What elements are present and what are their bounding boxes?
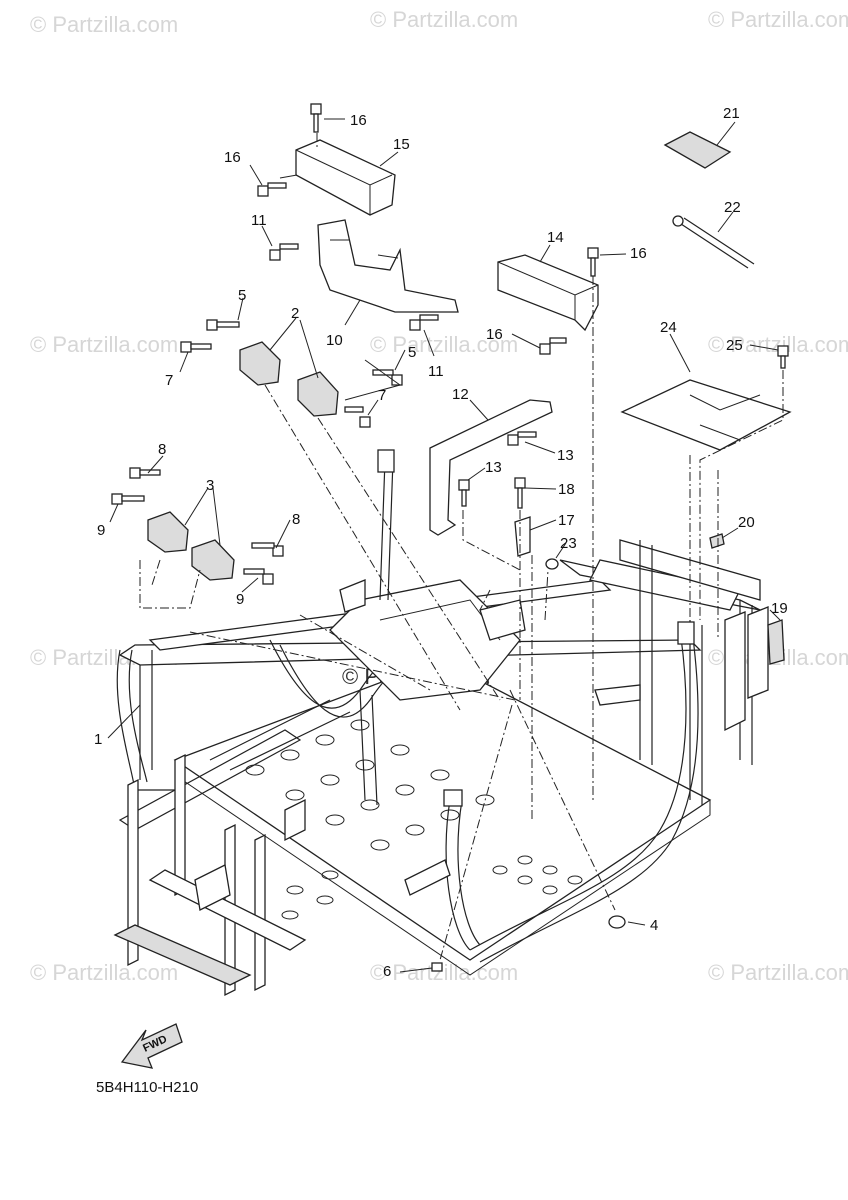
callout-15: 15 [393, 136, 410, 153]
callout-12: 12 [452, 386, 469, 403]
callout-21: 21 [723, 105, 740, 122]
watermark: © Partzilla.com [708, 7, 848, 32]
watermark: © Partzilla.com [708, 960, 848, 985]
callout-16d: 16 [486, 326, 503, 343]
callout-18: 18 [558, 481, 575, 498]
watermark: © Partzilla.com [370, 960, 518, 985]
watermark: © Partzilla.com [370, 332, 518, 357]
callout-16c: 16 [630, 245, 647, 262]
callout-5a: 5 [238, 287, 246, 304]
callout-10: 10 [326, 332, 343, 349]
callout-11b: 11 [428, 363, 444, 380]
watermark-layer: © Partzilla.com © Partzilla.com © Partzi… [30, 7, 848, 985]
callout-8b: 8 [292, 511, 300, 528]
callout-3: 3 [206, 477, 214, 494]
callout-8a: 8 [158, 441, 166, 458]
frame-drawing [113, 449, 769, 997]
callout-11a: 11 [251, 212, 267, 229]
callout-7b: 7 [378, 387, 386, 404]
callout-6: 6 [383, 963, 391, 980]
callout-13a: 13 [557, 447, 574, 464]
callout-25: 25 [726, 337, 743, 354]
callout-23: 23 [560, 535, 577, 552]
callout-9a: 9 [97, 522, 105, 539]
callout-20: 20 [738, 514, 755, 531]
component-parts: FWD [111, 103, 792, 1069]
watermark: © Partzilla.com [30, 332, 178, 357]
watermark: © Partzilla.com [370, 7, 518, 32]
callout-17: 17 [558, 512, 575, 529]
callout-16b: 16 [224, 149, 241, 166]
callout-5b: 5 [408, 344, 416, 361]
callout-4: 4 [650, 917, 658, 934]
callout-7a: 7 [165, 372, 173, 389]
callout-1: 1 [94, 731, 102, 748]
callout-22: 22 [724, 199, 741, 216]
callout-13b: 13 [485, 459, 502, 476]
callout-2: 2 [291, 305, 299, 322]
callout-labels: 1 2 3 4 5 5 6 7 7 8 8 9 9 10 11 11 12 13… [94, 105, 788, 980]
callout-19: 19 [771, 600, 788, 617]
watermark: © Partzilla.com [30, 960, 178, 985]
fwd-arrow-icon: FWD [120, 1023, 183, 1069]
watermark: © Partzilla.com [30, 12, 178, 37]
leader-lines [107, 118, 784, 973]
callout-9b: 9 [236, 591, 244, 608]
callout-16a: 16 [350, 112, 367, 129]
callout-14: 14 [547, 229, 564, 246]
callout-24: 24 [660, 319, 677, 336]
diagram-code: 5B4H110-H210 [96, 1079, 198, 1096]
